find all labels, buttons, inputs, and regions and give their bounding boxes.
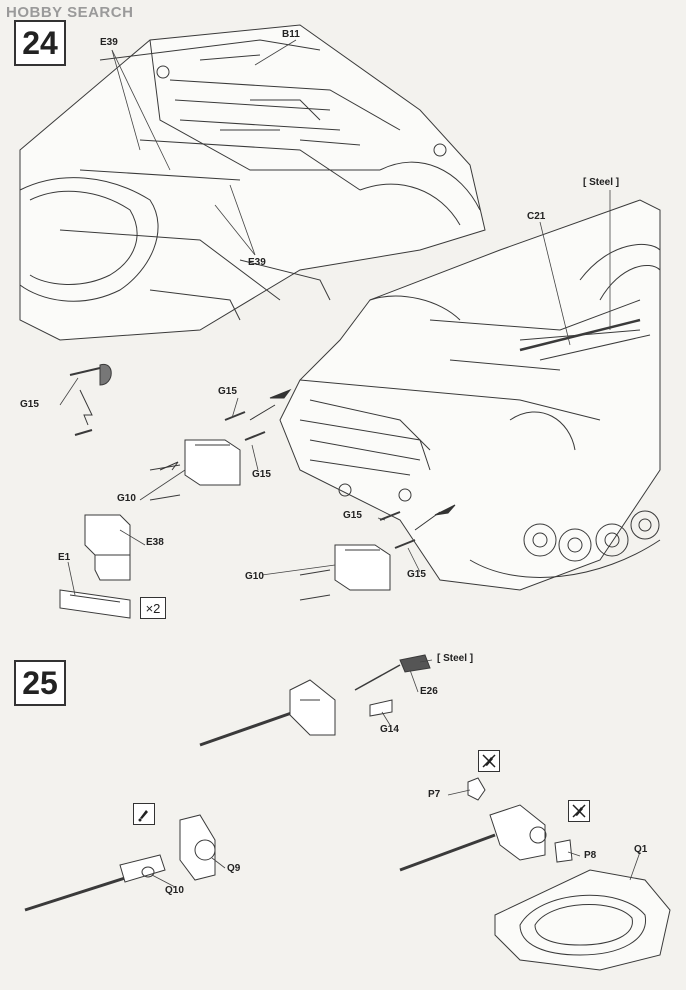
label-g14: G14 — [380, 724, 399, 735]
label-c21: C21 — [527, 211, 546, 222]
label-g10-a: G10 — [117, 493, 136, 504]
glue-icon — [133, 803, 155, 825]
hull-lower-drawing — [279, 199, 661, 591]
label-g10-b: G10 — [245, 571, 264, 582]
label-g15-c: G15 — [343, 510, 362, 521]
label-p8: P8 — [584, 850, 597, 861]
watermark: HOBBY SEARCH — [6, 4, 134, 21]
label-q1: Q1 — [634, 844, 648, 855]
label-steel-step24: [ Steel ] — [583, 177, 620, 188]
label-q10: Q10 — [165, 885, 184, 896]
assembly-arrows — [159, 388, 456, 531]
g10-parts-drawing — [149, 439, 391, 601]
leader-lines — [59, 39, 641, 888]
label-e39-top: E39 — [100, 37, 118, 48]
no-glue-icon — [478, 750, 500, 772]
gun-barrel-top-drawing — [199, 654, 431, 747]
hull-upper-drawing — [19, 24, 486, 341]
multiplier-badge: ×2 — [140, 597, 166, 619]
label-q9: Q9 — [227, 863, 241, 874]
gun-barrel-left-drawing — [24, 814, 216, 912]
g15-parts-drawing — [69, 363, 416, 549]
label-b11: B11 — [282, 29, 300, 40]
no-glue-icon — [568, 800, 590, 822]
label-g15-d: G15 — [407, 569, 426, 580]
e38-e1-parts-drawing — [59, 514, 131, 619]
step-number-25: 25 — [14, 660, 66, 706]
label-g15-left: G15 — [20, 399, 39, 410]
label-e26: E26 — [420, 686, 438, 697]
label-e1: E1 — [58, 552, 71, 563]
label-steel-step25: [ Steel ] — [437, 653, 474, 664]
gun-barrel-right-drawing — [399, 777, 573, 872]
turret-ring-drawing — [494, 869, 671, 971]
label-e38: E38 — [146, 537, 164, 548]
label-g15-b: G15 — [252, 469, 271, 480]
label-g15-a: G15 — [218, 386, 237, 397]
label-p7: P7 — [428, 789, 441, 800]
step-number-24: 24 — [14, 20, 66, 66]
label-e39-mid: E39 — [248, 257, 266, 268]
